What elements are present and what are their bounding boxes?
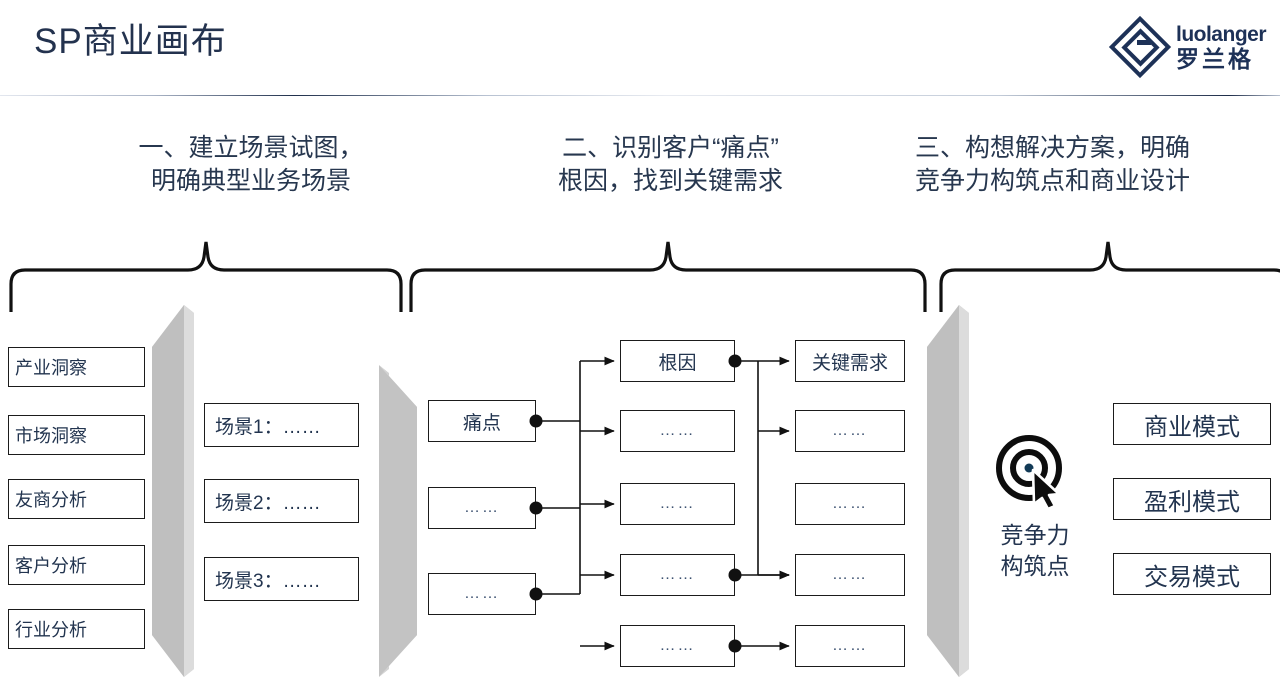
insight-box-4[interactable]: 客户分析 bbox=[8, 545, 145, 585]
scene-box-2[interactable]: 场景2：…… bbox=[204, 479, 359, 523]
logo-latin-name: luolanger bbox=[1175, 22, 1267, 46]
model-box-business[interactable]: 商业模式 bbox=[1113, 403, 1271, 445]
logo-text: luolanger 罗兰格 bbox=[1175, 22, 1267, 72]
key-need-box-5[interactable]: …… bbox=[795, 625, 905, 667]
brace-section-two bbox=[406, 240, 930, 312]
competitiveness-label: 竞争力 构筑点 bbox=[1000, 522, 1070, 579]
key-need-box-4[interactable]: …… bbox=[795, 554, 905, 596]
insight-box-1[interactable]: 产业洞察 bbox=[8, 347, 145, 387]
slide-header: SP商业画布 luolanger 罗兰格 bbox=[0, 0, 1280, 96]
root-cause-box-3[interactable]: …… bbox=[620, 483, 735, 525]
key-need-box-2[interactable]: …… bbox=[795, 410, 905, 452]
page-title: SP商业画布 bbox=[34, 22, 227, 61]
insight-box-2[interactable]: 市场洞察 bbox=[8, 415, 145, 455]
target-cursor-icon bbox=[993, 432, 1073, 512]
root-cause-box-4[interactable]: …… bbox=[620, 554, 735, 596]
root-cause-box-5[interactable]: …… bbox=[620, 625, 735, 667]
diamond-logo-icon bbox=[1108, 15, 1172, 79]
brand-logo: luolanger 罗兰格 bbox=[1108, 14, 1267, 80]
scene-box-3[interactable]: 场景3：…… bbox=[204, 557, 359, 601]
pain-point-box-2[interactable]: …… bbox=[428, 487, 536, 529]
root-cause-box-2[interactable]: …… bbox=[620, 410, 735, 452]
funnel-plate-right bbox=[925, 305, 973, 682]
logo-chinese-name: 罗兰格 bbox=[1175, 45, 1254, 72]
pain-point-box-3[interactable]: …… bbox=[428, 573, 536, 615]
key-need-box-1[interactable]: 关键需求 bbox=[795, 340, 905, 382]
header-divider bbox=[0, 95, 1280, 96]
insight-box-5[interactable]: 行业分析 bbox=[8, 609, 145, 649]
model-box-profit[interactable]: 盈利模式 bbox=[1113, 478, 1271, 520]
brace-section-three bbox=[936, 240, 1280, 312]
section-heading-two: 二、识别客户“痛点” 根因，找到关键需求 bbox=[557, 134, 783, 195]
funnel-plate-left bbox=[150, 305, 198, 682]
root-cause-box-1[interactable]: 根因 bbox=[620, 340, 735, 382]
insight-box-3[interactable]: 友商分析 bbox=[8, 479, 145, 519]
section-heading-one: 一、建立场景试图， 明确典型业务场景 bbox=[138, 134, 364, 195]
brace-section-one bbox=[6, 240, 406, 312]
pain-point-box-1[interactable]: 痛点 bbox=[428, 400, 536, 442]
section-heading-three: 三、构想解决方案，明确 竞争力构筑点和商业设计 bbox=[915, 134, 1191, 195]
scene-box-1[interactable]: 场景1：…… bbox=[204, 403, 359, 447]
key-need-box-3[interactable]: …… bbox=[795, 483, 905, 525]
funnel-plate-mid-left bbox=[375, 365, 421, 682]
model-box-transaction[interactable]: 交易模式 bbox=[1113, 553, 1271, 595]
